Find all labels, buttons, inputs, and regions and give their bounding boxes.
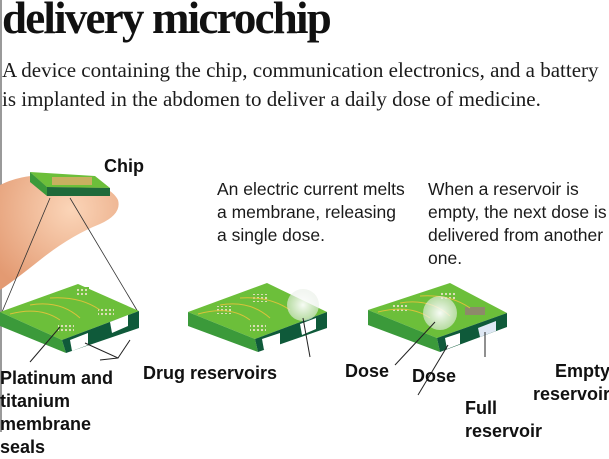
label-empty-reservoir: Empty reservoir xyxy=(532,361,609,404)
label-chip: Chip xyxy=(104,156,144,176)
label-dose-step-3: Dose xyxy=(412,366,457,386)
label-membrane-seals: Platinum and titanium membrane seals xyxy=(0,368,114,457)
small-chip xyxy=(30,172,110,196)
chip-2 xyxy=(188,283,327,352)
page-title: delivery microchip xyxy=(2,0,332,43)
dose-cloud xyxy=(423,296,457,330)
chip-1 xyxy=(0,284,139,353)
label-full-reservoir: Full reservoir xyxy=(465,398,543,441)
chip-illustration xyxy=(0,172,507,396)
label-drug-reservoirs: Drug reservoirs xyxy=(143,363,278,383)
intro-text: A device containing the chip, communicat… xyxy=(2,58,599,111)
caption-step-2: An electric current melts a membrane, re… xyxy=(217,179,405,245)
finger xyxy=(0,175,119,290)
caption-step-3: When a reservoir is empty, the next dose… xyxy=(428,179,607,268)
label-dose-step-2: Dose xyxy=(345,361,390,381)
chip-3 xyxy=(368,283,507,352)
dose-cloud xyxy=(287,289,319,321)
